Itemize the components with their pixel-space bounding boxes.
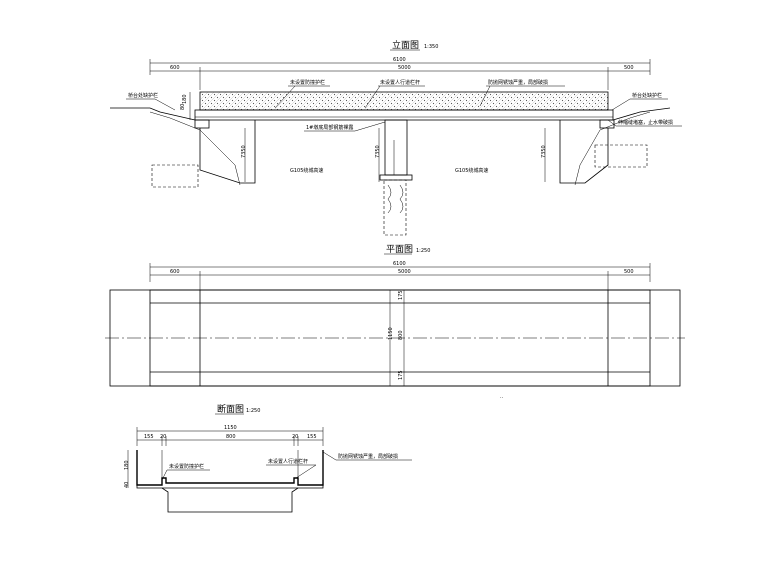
plan-scale: 1:250 [416,248,430,254]
section-callout-net: 防抛网锈蚀严重，局部破损 [338,453,398,460]
svg-text:80: 80 [180,104,186,110]
callout-expansion: 伸缩缝堵塞，止水带破损 [618,119,673,126]
plan-view: 平面图 1:250 6100 600 5000 500 175 1150 800… [105,244,685,400]
svg-text:7350: 7350 [541,145,547,158]
plan-title: 平面图 [386,244,413,255]
elevation-scale: 1:350 [424,44,438,50]
girder [194,109,614,121]
elevation-view: 立面图 1:350 6100 600 5000 500 80 180 [110,39,682,236]
callout-bearing: 1#墩底局部钢筋裸露 [306,124,353,131]
central-pier [379,119,413,236]
callout-net: 防抛网锈蚀严重，局部破损 [488,79,548,86]
callout-guardrail: 未设置防撞护栏 [290,79,325,86]
svg-text:1150: 1150 [224,425,237,431]
svg-text:6100: 6100 [393,57,406,63]
elevation-dim-spans: 600 5000 500 [150,65,650,90]
left-abutment [151,119,256,188]
ground-left [110,107,196,121]
svg-text:500: 500 [624,65,634,71]
svg-text:155: 155 [144,434,154,440]
svg-text:20: 20 [160,434,166,440]
section-profile [136,450,324,486]
road-left: G105绕城高速 [290,167,323,174]
svg-text:180: 180 [124,460,130,470]
svg-text:7350: 7350 [375,145,381,158]
deck-hatched [199,91,609,111]
callout-left-abutment: 桥台处缺护栏 [128,92,158,99]
svg-text:180: 180 [182,94,188,104]
elevation-dim-total: 6100 [149,57,651,75]
section-scale: 1:250 [246,408,260,414]
svg-text:20: 20 [292,434,298,440]
svg-text:500: 500 [624,269,634,275]
svg-text:800: 800 [398,330,404,340]
svg-text:175: 175 [398,290,404,300]
ground-right [612,107,671,121]
svg-text:600: 600 [170,65,180,71]
svg-text:..: .. [500,394,504,400]
svg-text:6100: 6100 [393,261,406,267]
section-callout-pedestrian: 未设置人行道栏杆 [268,458,308,465]
svg-text:1150: 1150 [388,327,394,340]
section-view: 断面图 1:250 1150 155 20 800 20 155 180 40 … [124,403,412,513]
svg-text:600: 600 [170,269,180,275]
svg-text:800: 800 [226,434,236,440]
callout-right-abutment: 桥台处缺护栏 [632,92,662,99]
svg-text:7350: 7350 [241,145,247,158]
section-callout-guardrail: 未设置防撞护栏 [169,463,204,470]
road-right: G105绕城高速 [455,167,488,174]
elevation-title: 立面图 [392,39,419,51]
svg-text:40: 40 [124,482,130,488]
callout-pedestrian: 未设置人行道栏杆 [380,79,420,86]
right-abutment [559,119,648,184]
svg-text:5000: 5000 [398,65,411,71]
svg-text:155: 155 [307,434,317,440]
section-title: 断面图 [217,403,244,415]
svg-text:175: 175 [398,370,404,380]
svg-text:5000: 5000 [398,269,411,275]
